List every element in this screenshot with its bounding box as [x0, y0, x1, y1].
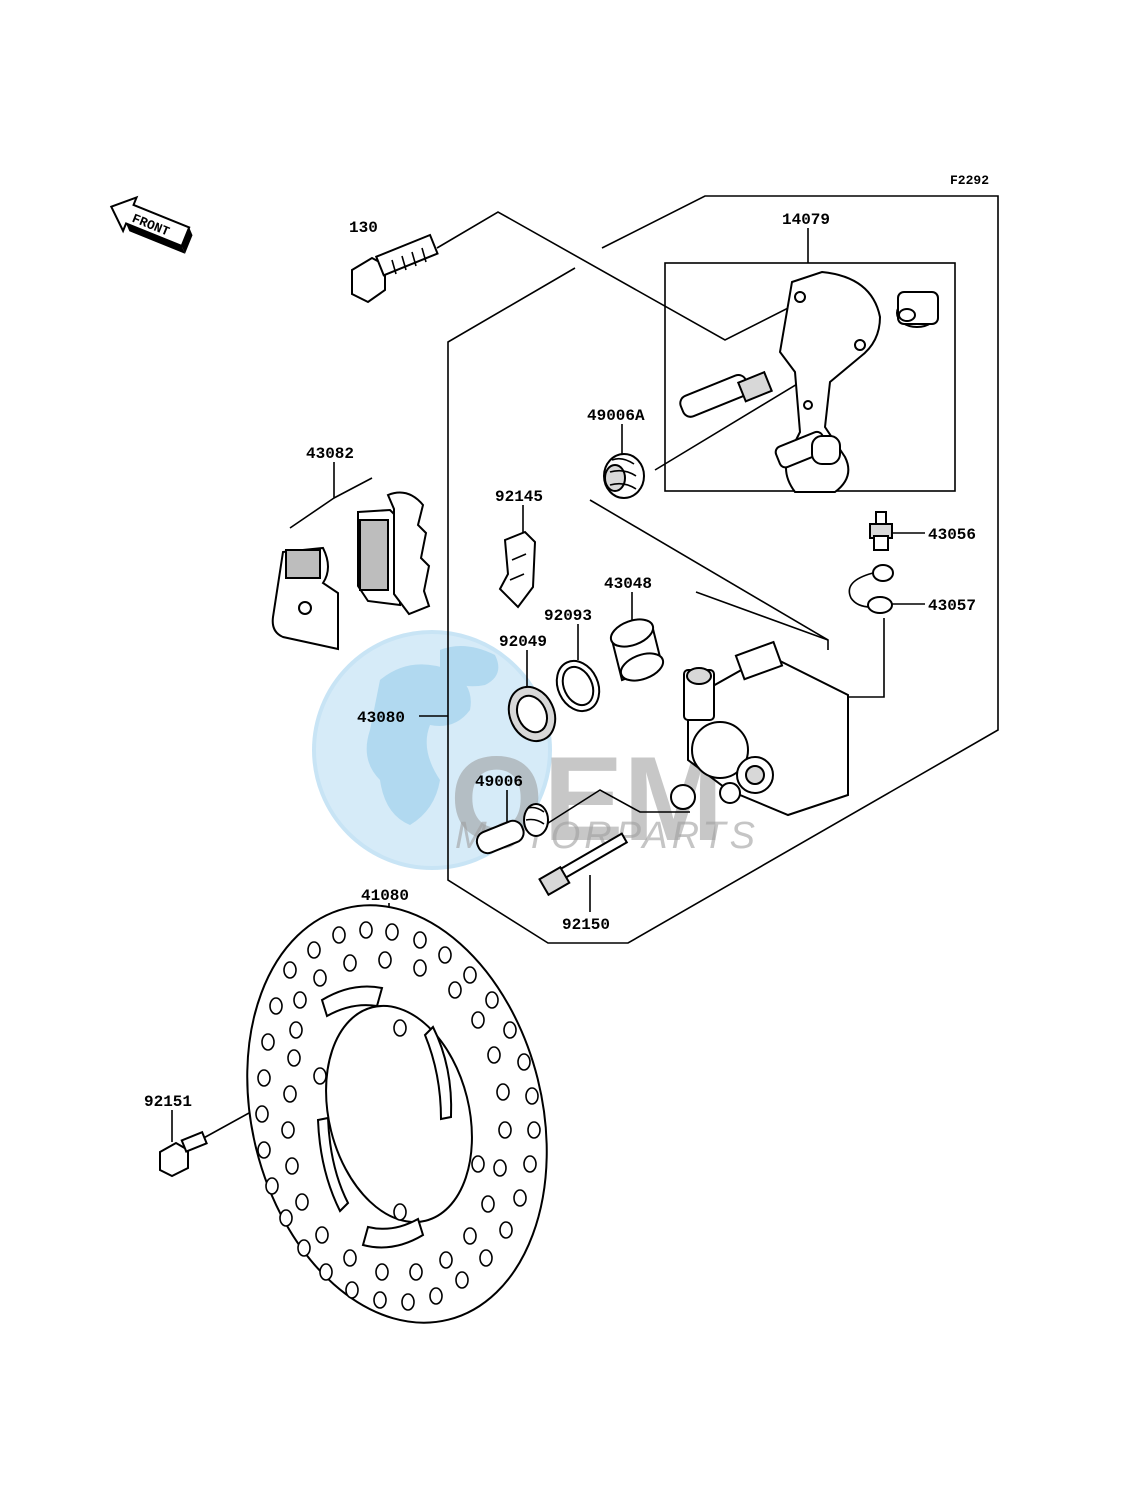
pin-bolt-92150 [538, 832, 629, 897]
cap-43057 [848, 564, 894, 614]
watermark-globe-icon [312, 630, 552, 870]
bleeder-43056 [869, 511, 893, 551]
assembly-outline [447, 195, 999, 944]
label-130: 130 [349, 219, 378, 237]
seal-92093 [555, 659, 601, 713]
brake-disc-41080 [246, 904, 548, 1324]
label-14079: 14079 [782, 211, 830, 229]
seal-92049 [507, 685, 557, 743]
label-43048: 43048 [604, 575, 652, 593]
label-43056: 43056 [928, 526, 976, 544]
front-arrow-icon: FRONT [109, 195, 193, 254]
label-43080: 43080 [357, 709, 405, 727]
label-92093: 92093 [544, 607, 592, 625]
label-43082: 43082 [306, 445, 354, 463]
bracket-14079 [679, 270, 939, 493]
label-49006a: 49006A [587, 407, 645, 425]
label-49006: 49006 [475, 773, 523, 791]
piston-43048 [609, 618, 665, 682]
part-labels: 130 14079 49006A 43082 92145 43056 43048… [144, 211, 976, 1111]
label-92151: 92151 [144, 1093, 192, 1111]
label-41080: 41080 [361, 887, 409, 905]
bolt-130 [351, 233, 439, 304]
disc-holes [255, 921, 541, 1311]
label-43057: 43057 [928, 597, 976, 615]
watermark-continents-icon [366, 646, 499, 825]
boot-49006 [475, 803, 549, 855]
figure-code: F2292 [950, 173, 989, 188]
label-92145: 92145 [495, 488, 543, 506]
label-92049: 92049 [499, 633, 547, 651]
label-92150: 92150 [562, 916, 610, 934]
boot-49006a [603, 453, 645, 499]
caliper-body [670, 640, 849, 817]
spring-92145 [498, 530, 537, 609]
brake-pads-43082 [271, 491, 431, 651]
bolt-92151 [159, 1130, 208, 1178]
